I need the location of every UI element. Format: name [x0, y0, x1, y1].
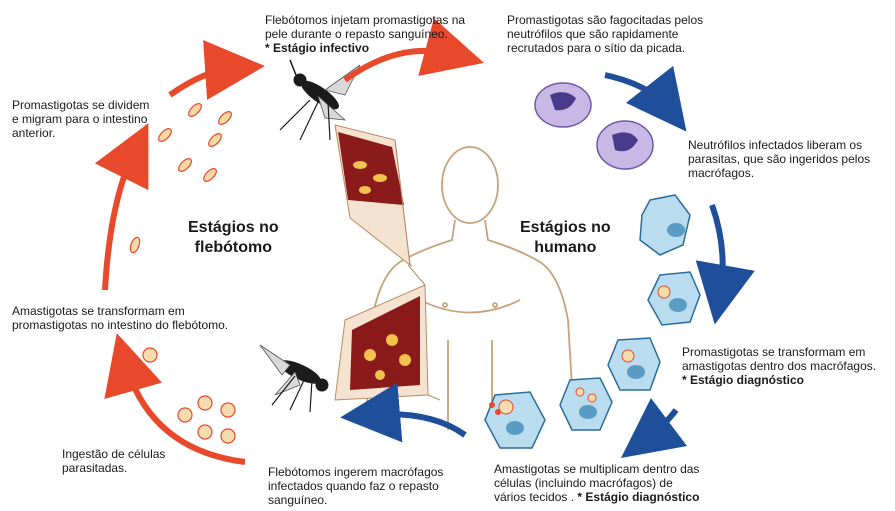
step-inject-stage: * Estágio infectivo	[265, 41, 465, 55]
step-divide-migrate-line3: anterior.	[12, 126, 149, 140]
step-amastigote-to-promastigote: Amastigotas se transformam em promastigo…	[12, 304, 228, 332]
step-multiply-line3: vários tecidos . * Estágio diagnóstico	[494, 490, 699, 504]
step-amastigote-to-promastigote-line1: Amastigotas se transformam em	[12, 304, 228, 318]
step-ingest-macrophages-line3: sanguíneo.	[268, 493, 443, 507]
step-ingest-macrophages-line1: Flebótomos ingerem macrófagos	[268, 465, 443, 479]
step-ingest-cells-line1: Ingestão de células	[62, 447, 165, 461]
step-neutrophils-line2: parasitas, que são ingeridos pelos	[688, 152, 870, 166]
step-transform-macrophage-stage: * Estágio diagnóstico	[682, 373, 876, 387]
step-inject-line2: pele durante o repasto sanguíneo.	[265, 27, 465, 41]
step-transform-macrophage-line2: amastigotas dentro dos macrófagos.	[682, 359, 876, 373]
step-phagocytosed-line2: neutrófilos que são rapidamente	[507, 27, 703, 41]
neutrophils	[535, 83, 653, 169]
human-stages-title: Estágios no humano	[520, 218, 611, 258]
step-divide-migrate-line2: e migram para o intestino	[12, 112, 149, 126]
step-inject: Flebótomos injetam promastigotas na pele…	[265, 13, 465, 55]
step-divide-migrate-line1: Promastigotas se dividem	[12, 98, 149, 112]
zoom-lower	[335, 265, 440, 400]
step-transform-macrophage-line1: Promastigotas se transformam em	[682, 345, 876, 359]
step-ingest-cells-line2: parasitadas.	[62, 461, 165, 475]
step-inject-line1: Flebótomos injetam promastigotas na	[265, 13, 465, 27]
step-transform-macrophage: Promastigotas se transformam em amastigo…	[682, 345, 876, 387]
step-phagocytosed-line1: Promastigotas são fagocitadas pelos	[507, 13, 703, 27]
step-amastigote-to-promastigote-line2: promastigotas no intestino do flebótomo.	[12, 318, 228, 332]
zoom-upper	[335, 125, 412, 266]
step-phagocytosed: Promastigotas são fagocitadas pelos neut…	[507, 13, 703, 55]
step-multiply-line1: Amastigotas se multiplicam dentro das	[494, 462, 699, 476]
human-stages-line1: Estágios no	[520, 218, 611, 238]
step-neutrophils-line1: Neutrófilos infectados liberam os	[688, 138, 870, 152]
step-ingest-macrophages: Flebótomos ingerem macrófagos infectados…	[268, 465, 443, 507]
step-divide-migrate: Promastigotas se dividem e migram para o…	[12, 98, 149, 140]
sandfly-stages-title: Estágios no flebótomo	[188, 218, 279, 258]
step-ingest-macrophages-line2: infectados quando faz o repasto	[268, 479, 443, 493]
step-neutrophils: Neutrófilos infectados liberam os parasi…	[688, 138, 870, 180]
sandfly-stages-line1: Estágios no	[188, 218, 279, 238]
sandfly-lower	[260, 345, 328, 412]
step-phagocytosed-line3: recrutados para o sítio da picada.	[507, 41, 703, 55]
step-neutrophils-line3: macrófagos.	[688, 166, 870, 180]
sandfly-stages-line2: flebótomo	[188, 238, 279, 258]
amastigotes-left	[143, 348, 235, 443]
step-multiply-line2: células (incluindo macrófagos) de	[494, 476, 699, 490]
step-multiply: Amastigotas se multiplicam dentro das cé…	[494, 462, 699, 504]
step-ingest-cells: Ingestão de células parasitadas.	[62, 447, 165, 475]
human-stages-line2: humano	[520, 238, 611, 258]
